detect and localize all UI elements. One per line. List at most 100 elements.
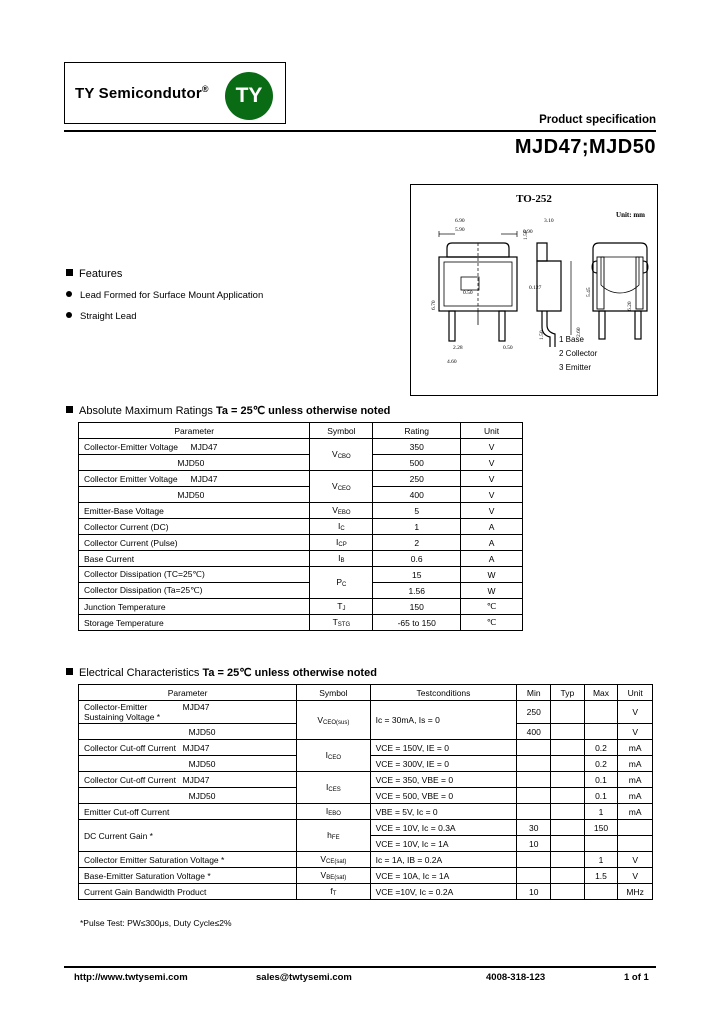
cell-parameter: Collector Current (DC) [77,518,311,535]
cell-unit [617,835,653,852]
col-max: Max [583,684,619,701]
cell-symbol: VCEO(sus) [296,700,371,740]
table-footnote: *Pulse Test: PW≤300μs, Duty Cycle≤2% [80,918,232,928]
cell-testcondition: VCE = 10V, Ic = 0.3A [369,819,518,836]
dimension-lead-length: 4.60 [447,359,457,365]
col-unit: Unit [617,684,653,701]
cell-unit: V [617,867,653,884]
product-specification-label: Product specification [539,114,656,126]
cell-max: 0.1 [583,771,619,788]
col-parameter: Parameter [77,422,311,439]
cell-testcondition: VBE = 5V, Ic = 0 [369,803,518,820]
dimension-standoff: 1.50 [539,330,545,340]
cell-testcondition: VCE = 300V, IE = 0 [369,755,518,772]
cell-unit: W [460,566,523,583]
cell-max: 0.1 [583,787,619,804]
cell-unit: mA [617,771,653,788]
cell-symbol: IB [309,550,374,567]
cell-max [583,883,619,900]
cell-max: 0.2 [583,739,619,756]
package-diagram: TO-252 Unit: mm [410,184,658,396]
col-symbol: Symbol [309,422,374,439]
table-row: Collector Current (DC) IC 1 A [77,518,523,535]
company-logo-box: TY Semicondutor® [64,62,286,124]
cell-symbol: TSTG [309,614,374,631]
cell-parameter: MJD50 [77,723,298,740]
table-row: Storage Temperature TSTG -65 to 150 ℃ [77,614,523,631]
cell-symbol: ICP [309,534,374,551]
table-header-row: Parameter Symbol Testconditions Min Typ … [77,684,653,701]
cell-unit: ℃ [460,614,523,631]
cell-symbol: IC [309,518,374,535]
table-row: Collector Current (Pulse) ICP 2 A [77,534,523,551]
package-unit-label: Unit: mm [616,211,645,219]
cell-max [583,835,619,852]
cell-symbol: VCBO [309,438,374,471]
table-row: MJD50 VCE = 300V, IE = 0 0.2 mA [77,755,653,772]
table-row: Collector Emitter Saturation Voltage * V… [77,851,653,868]
cell-testcondition: Ic = 30mA, Is = 0 [369,700,518,740]
cell-rating: 0.6 [372,550,462,567]
dimension-body-height: 6.70 [431,300,437,310]
table-row: MJD50 400 V [77,486,523,503]
bullet-square-icon [66,668,73,675]
cell-rating: 5 [372,502,462,519]
cell-symbol: TJ [309,598,374,615]
cell-unit: V [617,700,653,724]
cell-unit: V [460,486,523,503]
dimension-lead-width-max: 3.10 [544,218,554,224]
cell-symbol: IEBO [296,803,371,820]
footer-divider [64,966,656,968]
bullet-square-icon [66,406,73,413]
cell-min: 10 [516,835,552,852]
footer-phone: 4008-318-123 [486,972,546,983]
col-min: Min [516,684,552,701]
table-row: DC Current Gain * hFE VCE = 10V, Ic = 0.… [77,819,653,852]
abs-max-heading: Absolute Maximum Ratings Ta = 25℃ unless… [66,404,390,417]
feature-item: Lead Formed for Surface Mount Applicatio… [66,290,263,301]
footer-email-link[interactable]: sales@twtysemi.com [256,972,352,983]
cell-min [516,867,552,884]
header-divider [64,130,656,132]
cell-rating: 500 [372,454,462,471]
pin-legend: 1 Base 2 Collector 3 Emitter [559,333,597,375]
cell-unit: mA [617,803,653,820]
cell-max: 150 [583,819,619,836]
table-row: Junction Temperature TJ 150 ℃ [77,598,523,615]
table-row: MJD50 500 V [77,454,523,471]
cell-typ [550,739,585,756]
cell-parameter: Collector Dissipation (TC=25℃) [77,566,311,583]
cell-unit: MHz [617,883,653,900]
logo-letters: TY [235,84,263,107]
cell-typ [550,851,585,868]
cell-max: 1 [583,851,619,868]
table-header-row: Parameter Symbol Rating Unit [77,422,523,439]
footer-website-link[interactable]: http://www.twtysemi.com [74,972,188,983]
cell-rating: 1.56 [372,582,462,599]
cell-unit: mA [617,787,653,804]
cell-parameter: MJD50 [77,787,298,804]
cell-unit: V [617,851,653,868]
cell-parameter: MJD50 [77,486,311,503]
dimension-body-width-min: 5.90 [455,227,465,233]
cell-testcondition: VCE = 150V, IE = 0 [369,739,518,756]
bullet-dot-icon [66,291,72,297]
cell-parameter: Base Current [77,550,311,567]
cell-testcondition: VCE = 350, VBE = 0 [369,771,518,788]
pin-1-label: 1 Base [559,335,584,344]
cell-parameter: Junction Temperature [77,598,311,615]
table-row: MJD50 400 V [77,723,653,740]
cell-min [516,851,552,868]
cell-testcondition: VCE =10V, Ic = 0.2A [369,883,518,900]
cell-symbol: ICES [296,771,371,804]
table-row: Collector Dissipation (TC=25℃) PC 15 W [77,566,523,599]
bullet-square-icon [66,269,73,276]
pin-2-label: 2 Collector [559,349,598,358]
cell-parameter: MJD50 [77,755,298,772]
